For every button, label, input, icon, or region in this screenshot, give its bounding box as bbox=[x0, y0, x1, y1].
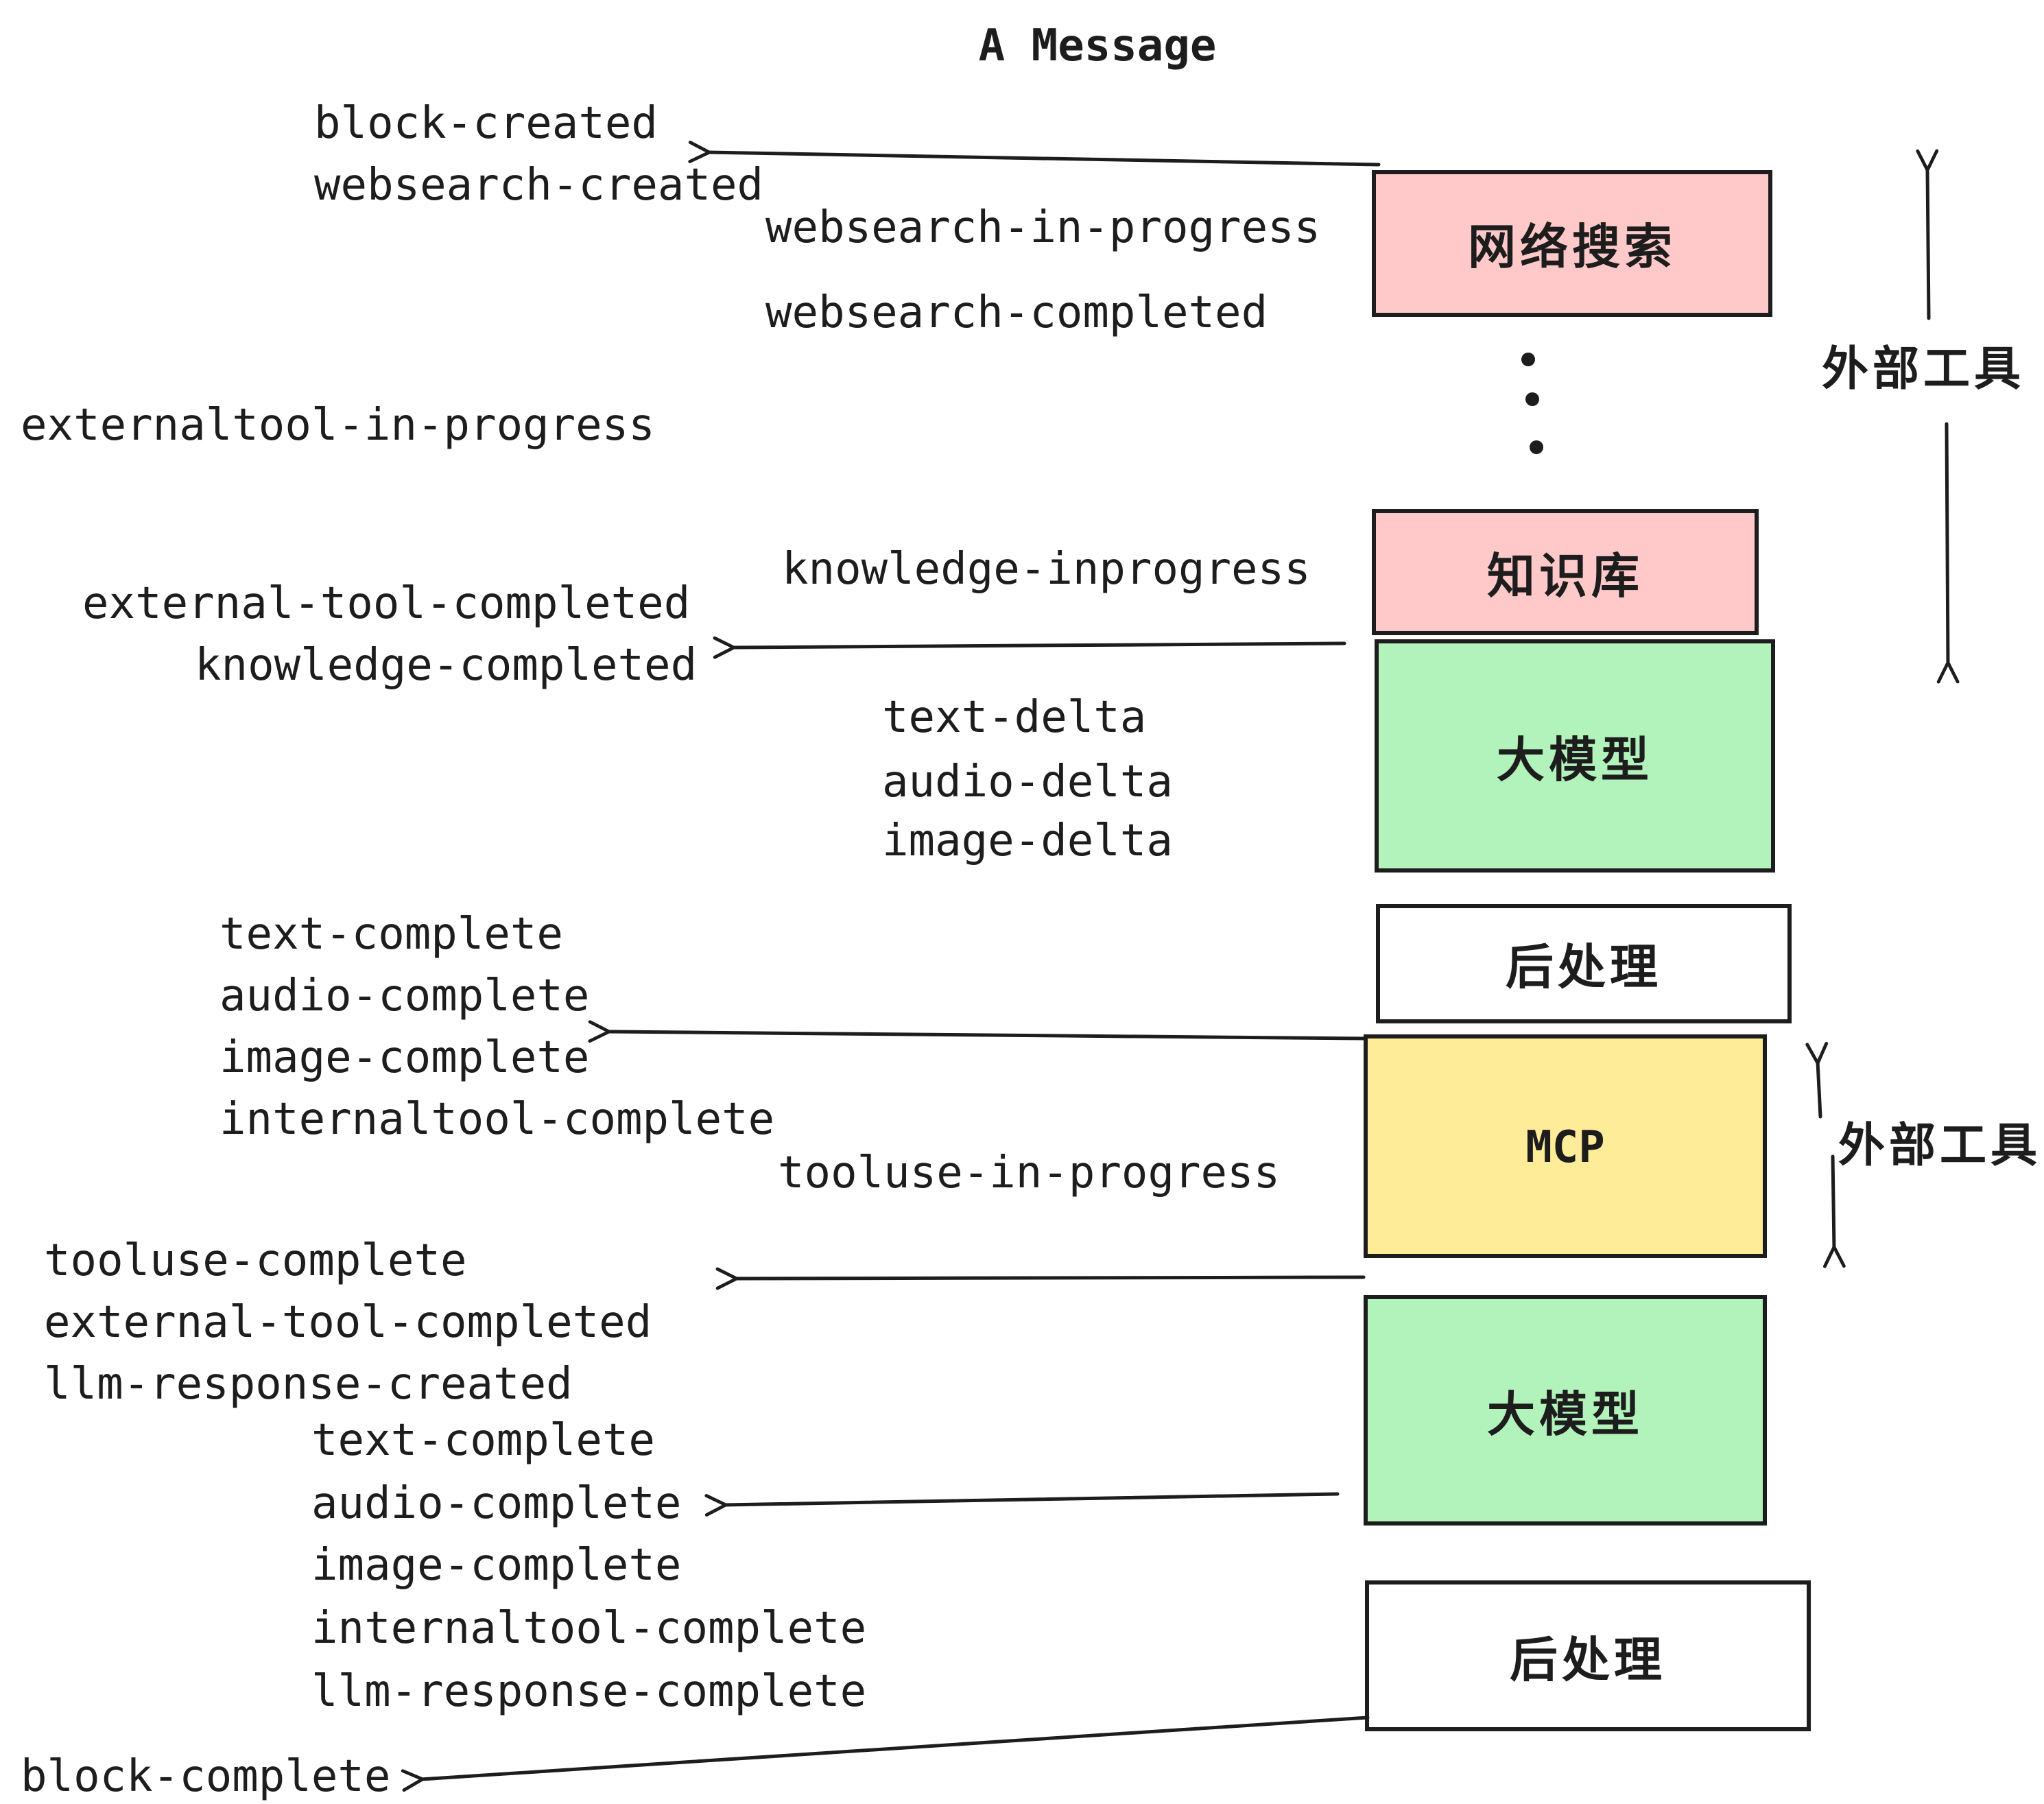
event-tooluse-in-progress: tooluse-in-progress bbox=[778, 1146, 1281, 1198]
arrow-audio-complete bbox=[704, 1492, 1340, 1517]
event-knowledge-inprogress: knowledge-inprogress bbox=[782, 542, 1311, 595]
box-mcp: MCP bbox=[1364, 1034, 1767, 1258]
event-external-tool-completed: external-tool-completed bbox=[82, 576, 691, 629]
event-websearch-in-progress: websearch-in-progress bbox=[765, 200, 1321, 253]
event-audio-complete: audio-complete bbox=[219, 969, 590, 1021]
event-text-complete: text-complete bbox=[219, 907, 563, 960]
arrow-external-tools-1-down bbox=[1936, 422, 1960, 684]
box-websearch-label: 网络搜索 bbox=[1467, 221, 1676, 274]
arrow-websearch-created bbox=[688, 141, 1381, 167]
event-block-complete: block-complete bbox=[21, 1749, 391, 1802]
box-llm-1-label: 大模型 bbox=[1496, 733, 1653, 787]
event-audio-complete-2: audio-complete bbox=[311, 1476, 682, 1529]
arrow-block-complete bbox=[401, 1716, 1370, 1792]
event-tooluse-complete: tooluse-complete bbox=[44, 1233, 467, 1286]
event-internaltool-complete: internaltool-complete bbox=[219, 1092, 775, 1145]
box-websearch: 网络搜索 bbox=[1372, 170, 1772, 317]
arrow-external-tools-1-up bbox=[1916, 149, 1939, 320]
event-websearch-completed: websearch-completed bbox=[765, 285, 1268, 338]
event-websearch-created: websearch-created bbox=[314, 158, 764, 211]
arrow-external-tools-2-up bbox=[1805, 1041, 1829, 1119]
ellipsis-dots bbox=[1521, 353, 1543, 454]
diagram-title: A Message bbox=[978, 19, 1217, 71]
arrow-tooluse-complete bbox=[715, 1267, 1366, 1290]
event-image-complete-2: image-complete bbox=[311, 1538, 682, 1591]
external-tools-label-2: 外部工具 bbox=[1838, 1120, 2041, 1172]
box-knowledge-label: 知识库 bbox=[1486, 549, 1643, 603]
box-llm-2-label: 大模型 bbox=[1486, 1388, 1643, 1441]
event-text-complete-2: text-complete bbox=[311, 1413, 655, 1466]
event-text-delta: text-delta bbox=[882, 690, 1147, 743]
event-external-tool-completed-2: external-tool-completed bbox=[44, 1295, 652, 1348]
event-llm-response-created: llm-response-created bbox=[44, 1357, 573, 1410]
box-llm-1: 大模型 bbox=[1375, 639, 1775, 873]
event-image-complete: image-complete bbox=[219, 1030, 590, 1083]
external-tools-label-1: 外部工具 bbox=[1822, 344, 2025, 396]
box-postprocess-1: 后处理 bbox=[1376, 904, 1792, 1023]
event-externaltool-in-progress: externaltool-in-progress bbox=[21, 398, 655, 451]
event-audio-delta: audio-delta bbox=[882, 755, 1173, 807]
box-postprocess-1-label: 后处理 bbox=[1505, 941, 1662, 995]
box-postprocess-2: 后处理 bbox=[1365, 1580, 1811, 1731]
box-llm-2: 大模型 bbox=[1364, 1295, 1767, 1526]
box-mcp-label: MCP bbox=[1525, 1120, 1605, 1172]
arrow-external-tools-2-down bbox=[1822, 1154, 1846, 1268]
event-internaltool-complete-2: internaltool-complete bbox=[311, 1601, 867, 1654]
box-knowledge: 知识库 bbox=[1372, 509, 1759, 635]
event-block-created: block-created bbox=[314, 96, 658, 149]
event-llm-response-complete: llm-response-complete bbox=[311, 1664, 867, 1717]
event-image-delta: image-delta bbox=[882, 814, 1173, 866]
event-knowledge-completed: knowledge-completed bbox=[195, 638, 698, 691]
arrow-image-complete bbox=[588, 1020, 1367, 1043]
box-postprocess-2-label: 后处理 bbox=[1509, 1633, 1666, 1687]
arrow-knowledge-completed bbox=[713, 636, 1346, 659]
